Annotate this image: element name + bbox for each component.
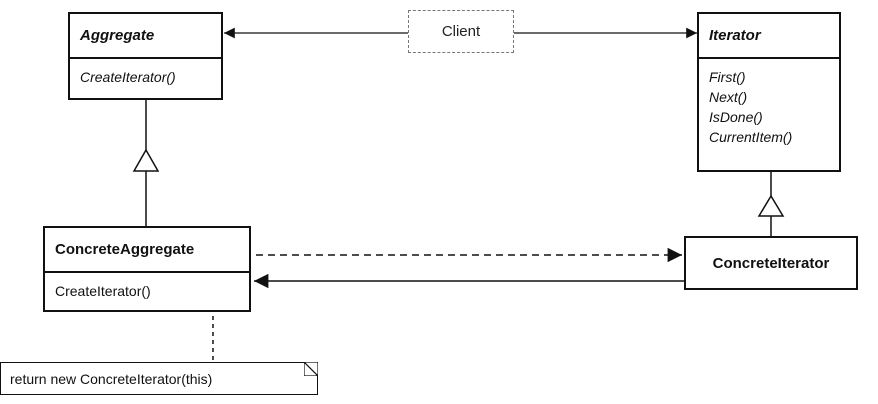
iterator-class-name: Iterator: [709, 27, 761, 44]
iterator-op-currentitem: CurrentItem(): [709, 129, 793, 145]
note-fold-icon: [304, 362, 318, 376]
iterator-inheritance-triangle: [757, 194, 785, 217]
concrete-iterator-class-name: ConcreteIterator: [712, 254, 830, 272]
note-text: return new ConcreteIterator(this): [10, 370, 213, 387]
note-box: return new ConcreteIterator(this): [0, 362, 318, 395]
iterator-operations: First() Next() IsDone() CurrentItem(): [699, 57, 839, 147]
iterator-op-isdone: IsDone(): [709, 109, 763, 125]
aggregate-class-name: Aggregate: [80, 27, 155, 44]
aggregate-class: Aggregate CreateIterator(): [68, 12, 223, 100]
concrete-aggregate-op-create-iterator: CreateIterator(): [55, 283, 151, 299]
client-box: Client: [408, 10, 514, 53]
concrete-aggregate-class: ConcreteAggregate CreateIterator(): [43, 226, 251, 312]
aggregate-inheritance-triangle: [132, 148, 160, 172]
iterator-op-next: Next(): [709, 89, 748, 105]
concrete-aggregate-class-name: ConcreteAggregate: [55, 241, 195, 258]
iterator-class: Iterator First() Next() IsDone() Current…: [697, 12, 841, 172]
iterator-op-first: First(): [709, 69, 746, 85]
aggregate-op-create-iterator: CreateIterator(): [80, 69, 176, 85]
concrete-iterator-class: ConcreteIterator: [684, 236, 858, 290]
concrete-aggregate-operations: CreateIterator(): [45, 271, 249, 301]
client-label: Client: [441, 23, 481, 40]
aggregate-operations: CreateIterator(): [70, 57, 221, 87]
